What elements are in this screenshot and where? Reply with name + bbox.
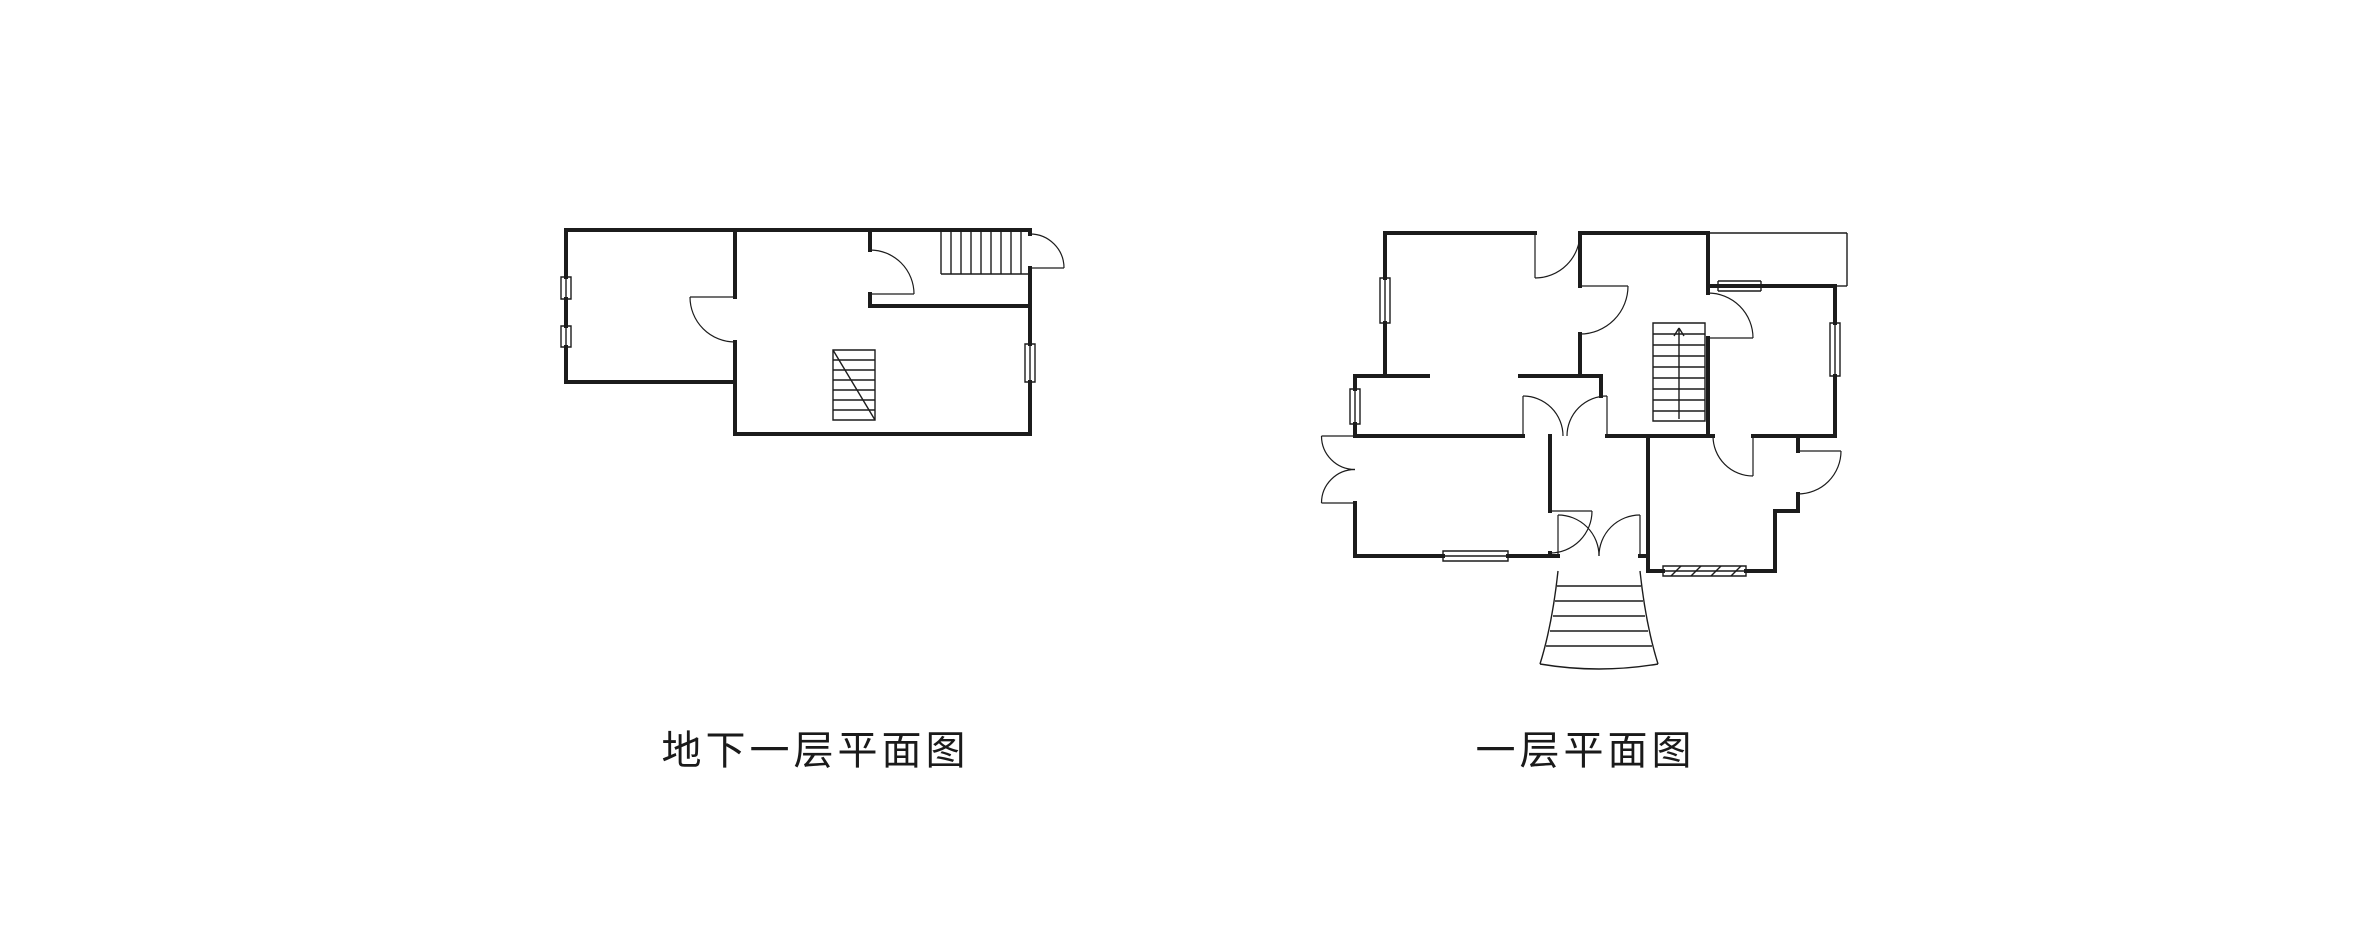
first-floor-window-bottom-left [1442, 550, 1509, 562]
first-floor-entrance-steps [1539, 570, 1659, 670]
basement-window-left-2 [560, 325, 572, 348]
basement-staircase-symbol [832, 349, 876, 421]
first-floor-corridor-door-arc-right [1566, 395, 1608, 437]
basement-hall-door-arc [869, 249, 915, 295]
first-floor-door-arc-bottom-right-room [1712, 435, 1754, 477]
first-floor-corridor-door-arc-left [1522, 395, 1564, 437]
first-floor-window-lower-left [1349, 388, 1361, 425]
basement-exterior-walls [564, 228, 1032, 436]
basement-exterior-door-arc [1029, 233, 1065, 269]
basement-window-right [1024, 343, 1036, 383]
first-floor-door-arc-hall-upper [1579, 285, 1629, 335]
first-floor-side-exterior-door-arc [1797, 450, 1842, 495]
first-floor-balcony-outline [1708, 232, 1848, 287]
basement-window-left-1 [560, 276, 572, 300]
first-floor-exterior-walls [1353, 231, 1837, 573]
basement-plan-caption: 地下一层平面图 [661, 729, 970, 773]
basement-floor-plan [558, 222, 1073, 442]
first-floor-plan-caption: 一层平面图 [1475, 729, 1696, 773]
first-floor-plan [1313, 224, 1858, 674]
first-floor-door-arc-right-room [1707, 292, 1754, 339]
first-floor-french-doors-left [1320, 435, 1356, 504]
first-floor-entrance-double-door-arcs [1557, 514, 1641, 557]
first-floor-interior-walls [1353, 231, 1800, 558]
basement-interior-walls [733, 228, 1032, 436]
first-floor-window-upper-left [1379, 277, 1391, 324]
first-floor-balcony-window [1717, 280, 1762, 292]
first-floor-window-bottom-right [1662, 565, 1747, 577]
first-floor-staircase-symbol [1652, 322, 1706, 422]
first-floor-plan-drawing [1320, 231, 1848, 670]
basement-entry-stair-hatch [940, 230, 1030, 275]
basement-floor-plan-drawing [560, 228, 1065, 436]
first-floor-door-arc-top-left-room [1534, 232, 1581, 279]
first-floor-window-right [1829, 322, 1841, 377]
basement-room-door-arc [689, 296, 736, 343]
